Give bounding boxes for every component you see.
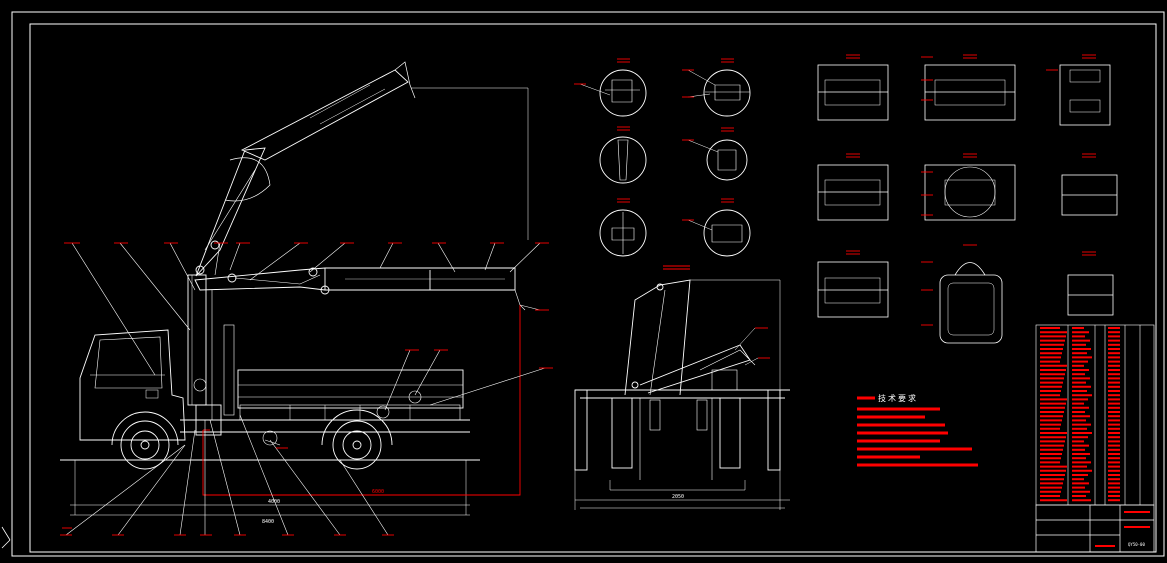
side-view-leaders	[65, 242, 546, 536]
technical-requirements-heading: 技术要求	[878, 394, 918, 403]
section-details	[817, 64, 1118, 344]
drawing-code: QY50-00	[1128, 542, 1145, 547]
parts-list-rows	[1040, 327, 1120, 502]
title-block	[1035, 504, 1155, 553]
detail-circles	[599, 69, 751, 257]
corner-mark	[1, 526, 11, 549]
parts-list-table	[1035, 324, 1155, 506]
detail-labels	[574, 58, 734, 221]
inner-frame	[29, 23, 1157, 553]
side-elevation-view	[60, 61, 529, 516]
rear-elevation-view	[574, 279, 790, 510]
detail-leaders	[579, 69, 719, 231]
rear-view-leaders	[734, 327, 759, 366]
rear-view-markers	[663, 265, 770, 359]
dimension-overall-length: 8400	[262, 519, 275, 525]
section-labels	[846, 54, 1096, 326]
title-block-marks	[1095, 511, 1150, 547]
dimension-rear-width: 2050	[672, 494, 685, 500]
technical-requirements-block	[857, 396, 978, 467]
side-view-balloons	[60, 242, 553, 536]
dimension-wheelbase: 4000	[268, 499, 281, 505]
outer-frame	[11, 11, 1165, 557]
dimension-boom-reach: 6000	[372, 489, 385, 495]
reach-envelope	[202, 305, 521, 496]
